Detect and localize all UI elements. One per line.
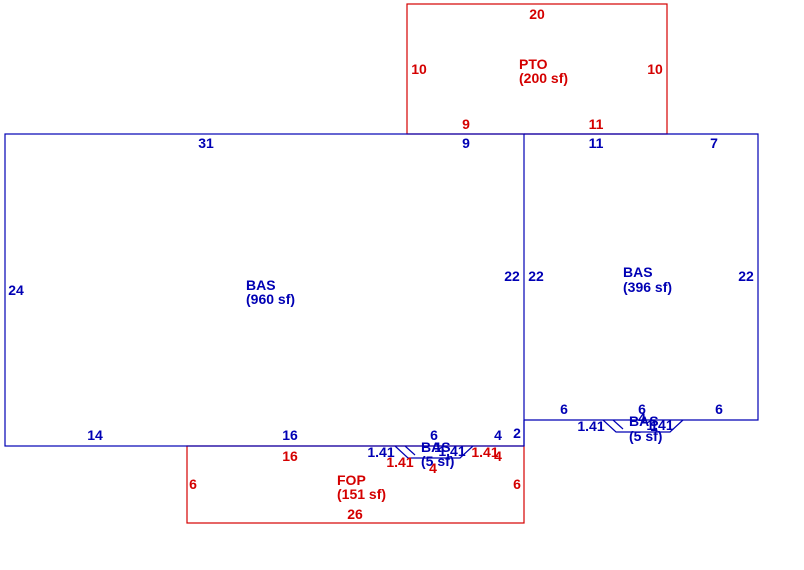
- bas-main-bottom-dim-c: 6: [430, 427, 438, 443]
- bay-east-area: (5 sf): [629, 428, 662, 444]
- bas-step-dim: 2: [513, 425, 521, 441]
- bay-main-diag-right: 1.41: [438, 443, 465, 459]
- bas-main-top-dim-a: 31: [198, 135, 214, 151]
- pto-right-dim: 10: [647, 61, 663, 77]
- bas-main-outline: [4, 133, 525, 447]
- bas-main-right-dim: 22: [504, 268, 520, 284]
- fop-diag-right: 1.41: [471, 444, 498, 460]
- bay-east-bottom: 1: [650, 418, 658, 434]
- pto-area: (200 sf): [519, 70, 568, 86]
- fop-bottom-dim: 26: [347, 506, 363, 522]
- fop-top-dim: 16: [282, 448, 298, 464]
- bay-east-outline: [602, 419, 684, 433]
- bas-main-area: (960 sf): [246, 291, 295, 307]
- bas-main-top-dim-b: 9: [462, 135, 470, 151]
- bas-east-bottom-dim-b: 6: [638, 401, 646, 417]
- bay-east-diag-right: 1.41: [646, 417, 673, 433]
- bas-east-outline: [524, 133, 759, 421]
- pto-left-dim: 10: [411, 61, 427, 77]
- fop-area: (151 sf): [337, 486, 386, 502]
- bay-main-inner: [404, 445, 416, 456]
- pto-top-dim: 20: [529, 6, 545, 22]
- bas-main-bottom-dim-a: 14: [87, 427, 103, 443]
- pto-bottom-dim-b: 11: [589, 116, 604, 132]
- bay-main-code: BAS: [421, 439, 451, 455]
- fop-code: FOP: [337, 472, 366, 488]
- bas-east-right-dim: 22: [738, 268, 754, 284]
- bay-east-inner: [612, 419, 624, 430]
- bas-east-bottom-dim-a: 6: [560, 401, 568, 417]
- bas-main-code: BAS: [246, 277, 276, 293]
- fop-right-top: 4: [494, 448, 502, 464]
- fop-left-dim: 6: [189, 476, 197, 492]
- pto-bottom-dim-a: 9: [462, 116, 470, 132]
- bas-main-left-dim: 24: [8, 282, 24, 298]
- fop-diag-left: 1.41: [386, 454, 413, 470]
- bas-east-top-dim-b: 7: [710, 135, 718, 151]
- bas-east-area: (396 sf): [623, 279, 672, 295]
- bay-main-area: (5 sf): [421, 453, 454, 469]
- bas-main-bottom-dim-b: 16: [282, 427, 298, 443]
- pto-code: PTO: [519, 56, 548, 72]
- bay-east-code: BAS: [629, 413, 659, 429]
- bas-main-bottom-dim-d: 4: [494, 427, 502, 443]
- bay-main-outline: [394, 445, 474, 459]
- fop-bottom-mid: 4: [429, 460, 437, 476]
- bay-east-diag-left: 1.41: [577, 418, 604, 434]
- bay-main-top: 1: [434, 439, 442, 455]
- bas-east-left-dim: 22: [528, 268, 544, 284]
- fop-right-dim: 6: [513, 476, 521, 492]
- bas-east-code: BAS: [623, 264, 653, 280]
- bas-east-top-dim-a: 11: [589, 135, 604, 151]
- bay-main-diag-left: 1.41: [367, 444, 394, 460]
- bay-east-top: 4: [638, 410, 646, 426]
- bas-east-bottom-dim-c: 6: [715, 401, 723, 417]
